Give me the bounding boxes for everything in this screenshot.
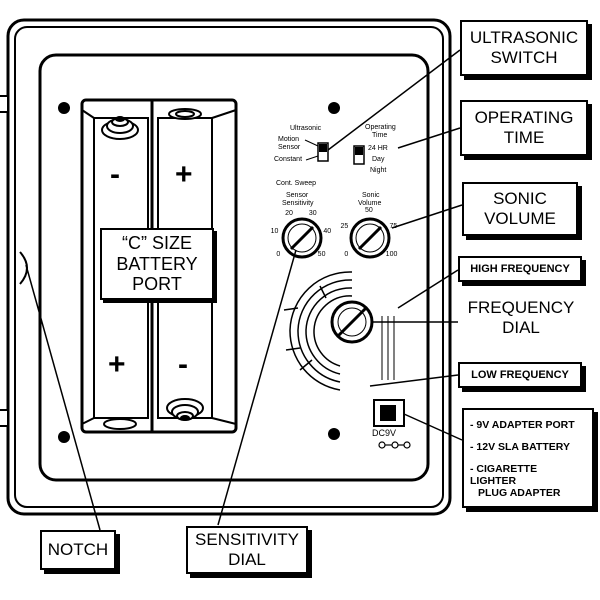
callout-low-frequency: LOW FREQUENCY: [458, 362, 582, 388]
sensitivity-dial-tick-1: 10: [270, 228, 279, 236]
sensitivity-dial-tick-3: 30: [308, 209, 317, 217]
power-option-sla: - 12V SLA BATTERY: [470, 441, 570, 453]
label-motion: Motion: [278, 136, 300, 143]
battery-port-label: “C” SIZE BATTERY PORT: [100, 228, 214, 300]
sensitivity-dial-tick-5: 50: [317, 251, 326, 259]
sonic-volume-dial-tick-2: 50: [365, 207, 373, 214]
screw-1: [58, 102, 70, 114]
callout-sensitivity-dial: SENSITIVITY DIAL: [186, 526, 308, 574]
callout-ultrasonic-switch: ULTRASONIC SWITCH: [460, 20, 588, 76]
battery-minus-bottom: -: [178, 348, 188, 381]
sensitivity-dial-tick-2: 20: [285, 209, 293, 217]
spring-bottom-right: [166, 398, 204, 421]
battery-plus-top: +: [175, 158, 193, 191]
leader-lines: [25, 49, 463, 531]
label-day: Day: [372, 156, 385, 163]
label-time: Time: [372, 132, 388, 139]
sonic-volume-dial-tick-1: 25: [340, 222, 349, 230]
callout-sonic-volume: SONIC VOLUME: [462, 182, 578, 236]
label-sensor: Sensor: [278, 144, 301, 151]
caution-text: [381, 316, 395, 380]
callout-notch: NOTCH: [40, 530, 116, 570]
label-sonic: Sonic: [362, 192, 380, 199]
power-option-adapter: - 9V ADAPTER PORT: [470, 419, 575, 431]
power-option-cigarette: - CIGARETTE LIGHTER: [470, 463, 538, 487]
screw-2: [58, 431, 70, 443]
callout-frequency-dial: FREQUENCY DIAL: [458, 290, 584, 346]
power-option-plug: PLUG ADAPTER: [478, 487, 561, 499]
battery-plus-bottom: +: [108, 348, 126, 381]
label-sensitivity: Sensitivity: [282, 200, 314, 207]
label-cont-sweep: Cont. Sweep: [276, 180, 317, 187]
callout-power-options: - 9V ADAPTER PORT - 12V SLA BATTERY - CI…: [462, 408, 594, 508]
sensitivity-dial-tick-0: 0: [276, 251, 281, 259]
callout-high-frequency: HIGH FREQUENCY: [458, 256, 582, 282]
hinge-tab-top: [0, 95, 9, 113]
sensitivity-dial-tick-4: 40: [323, 228, 332, 236]
label-night: Night: [370, 167, 387, 174]
housing-inner: [14, 26, 444, 508]
callout-operating-time: OPERATING TIME: [460, 100, 588, 156]
dc-polarity-icon: [378, 441, 411, 449]
hinge-tab-bottom: [0, 409, 9, 427]
sonic-volume-dial-tick-3: 75: [389, 222, 398, 230]
spring-top-left: [101, 116, 139, 140]
label-sensor-s: Sensor: [286, 192, 309, 199]
label-operating: Operating: [365, 124, 396, 131]
screw-3: [328, 102, 340, 114]
label-volume: Volume: [358, 200, 382, 207]
sonic-volume-dial-tick-0: 0: [344, 251, 349, 259]
contact-top-right: [168, 108, 202, 120]
screw-4: [328, 428, 340, 440]
battery-minus-top: -: [110, 158, 120, 191]
sonic-volume-dial-graphic: [349, 217, 391, 259]
sensitivity-dial-graphic: [281, 217, 323, 259]
sonic-volume-dial-tick-4: 100: [385, 251, 398, 259]
label-dc9v: DC9V: [372, 428, 397, 438]
label-constant: Constant: [274, 156, 303, 163]
label-24hr: 24 HR: [368, 145, 388, 152]
contact-bottom-left: [103, 418, 137, 430]
label-ultrasonic: Ultrasonic: [290, 125, 322, 132]
